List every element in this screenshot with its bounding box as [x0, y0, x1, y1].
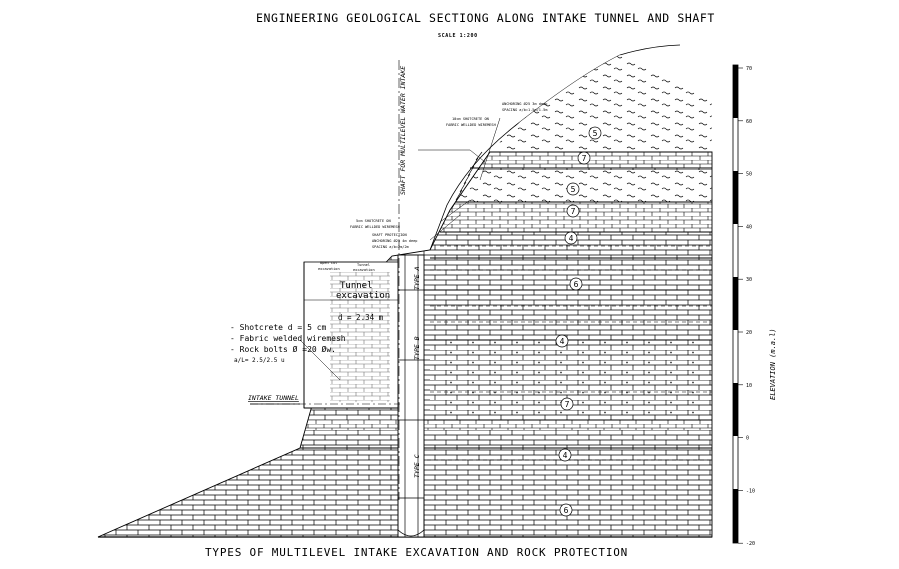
elevation-ticks: 70 60 50 40 30 20 10 0 -10 -20 [738, 66, 755, 547]
shaft-label: SHAFT FOR MULTILEVEL WATER INTAKE [399, 66, 407, 195]
note-open-cut2: excavation [318, 267, 340, 271]
note-wiremesh: - Fabric welded wiremesh [230, 334, 346, 343]
note-shotcrete-mid: 5cm SHOTCRETE ON [356, 219, 391, 223]
shaft-type-a: TYPE A [413, 266, 421, 290]
note-shotcrete-top2: FABRIC WELLDED WIREMESH [446, 123, 496, 127]
note-tunnel-small: Tunnel [357, 263, 370, 267]
dashed-joints [420, 245, 712, 461]
note-shaft-spacing: SPACING a/b=2m/2m [372, 245, 409, 249]
elevation-tick-label: -10 [746, 488, 755, 494]
elevation-tick-label: 50 [746, 172, 752, 178]
layer-marker-label: 5 [593, 129, 598, 138]
layer-marker-label: 4 [563, 451, 568, 460]
layer-marker-circle [564, 231, 578, 245]
note-tunnel-small2: excavation [353, 268, 375, 272]
layer-marker-circle [577, 151, 591, 165]
layer-marker-label: 6 [574, 280, 579, 289]
leader-lines [299, 117, 501, 381]
elevation-tick-label: 10 [746, 383, 752, 389]
layer-marker-circle [566, 182, 580, 196]
tunnel-label-2: excavation [336, 291, 390, 301]
layer-marker-circle [555, 334, 569, 348]
layer-boundaries [300, 151, 712, 449]
layer-marker-label: 5 [571, 185, 576, 194]
scale-label: SCALE 1:200 [438, 33, 478, 39]
slope-protection-hatch [451, 151, 483, 209]
elevation-tick-label: 0 [746, 436, 749, 442]
layer-marker-circle [566, 204, 580, 218]
drawing-title: ENGINEERING GEOLOGICAL SECTIONG ALONG IN… [256, 11, 715, 25]
elevation-tick-label: 60 [746, 119, 752, 125]
layer-marker-circle [560, 397, 574, 411]
note-spacing: a/L= 2.5/2.5 u [234, 357, 285, 364]
tunnel-label: Tunnel [340, 281, 373, 291]
elevation-axis-label: ELEVATION (m.a.l) [769, 328, 777, 400]
note-rockbolts: - Rock bolts Ø =20 Øw. [230, 344, 336, 354]
layer-marker-circle [558, 448, 572, 462]
shaft-type-c: TYPE C [413, 454, 421, 478]
layer-marker-circle [588, 126, 602, 140]
elevation-tick-label: 20 [746, 330, 752, 336]
shaft-type-b: TYPE B [413, 336, 421, 360]
note-shotcrete: - Shotcrete d = 5 cm [230, 323, 327, 332]
layer-marker-label: 7 [582, 154, 587, 163]
layer-marker-circle [559, 503, 573, 517]
tunnel-excavation-zone [303, 261, 407, 409]
elevation-tick-label: -20 [746, 541, 755, 547]
shaft [397, 254, 425, 538]
overburden-zone [490, 55, 712, 152]
small-notes: ANCHORING Ø25 3m deep SPACING a/b=1.5m/1… [318, 101, 547, 272]
drawing-subtitle: TYPES OF MULTILEVEL INTAKE EXCAVATION AN… [205, 546, 629, 559]
note-shaft-protection: SHAFT PROTECTION [372, 233, 407, 237]
layer-marker-circle [569, 277, 583, 291]
elevation-scale-bar [732, 64, 739, 544]
note-open-cut: Open cut [320, 261, 337, 265]
elevation-tick-label: 30 [746, 277, 752, 283]
note-shaft-anchoring: ANCHORING Ø25 4m deep [372, 238, 417, 243]
elevation-tick-label: 40 [746, 224, 752, 230]
layer-marker-label: 4 [569, 234, 574, 243]
layer-marker-label: 6 [564, 506, 569, 515]
rock-outline [97, 151, 713, 538]
layer-marker-label: 7 [571, 207, 576, 216]
intake-tunnel-label: INTAKE TUNNEL [248, 394, 299, 402]
note-anchoring: ANCHORING Ø25 3m deep [502, 101, 547, 106]
note-anchoring-spacing: SPACING a/b=1.5m/1.5m [502, 108, 547, 112]
layer-marker-label: 7 [565, 400, 570, 409]
layer-marker-label: 4 [560, 337, 565, 346]
tunnel-diameter: d = 2.34 m [338, 313, 384, 322]
note-shotcrete-mid2: FABRIC WELLDED WIREMESH [350, 225, 400, 229]
note-shotcrete-top: 10cm SHOTCRETE ON [452, 117, 489, 121]
layer-markers: 5 7 5 7 4 6 4 7 4 6 [555, 126, 602, 517]
elevation-tick-label: 70 [746, 66, 752, 72]
